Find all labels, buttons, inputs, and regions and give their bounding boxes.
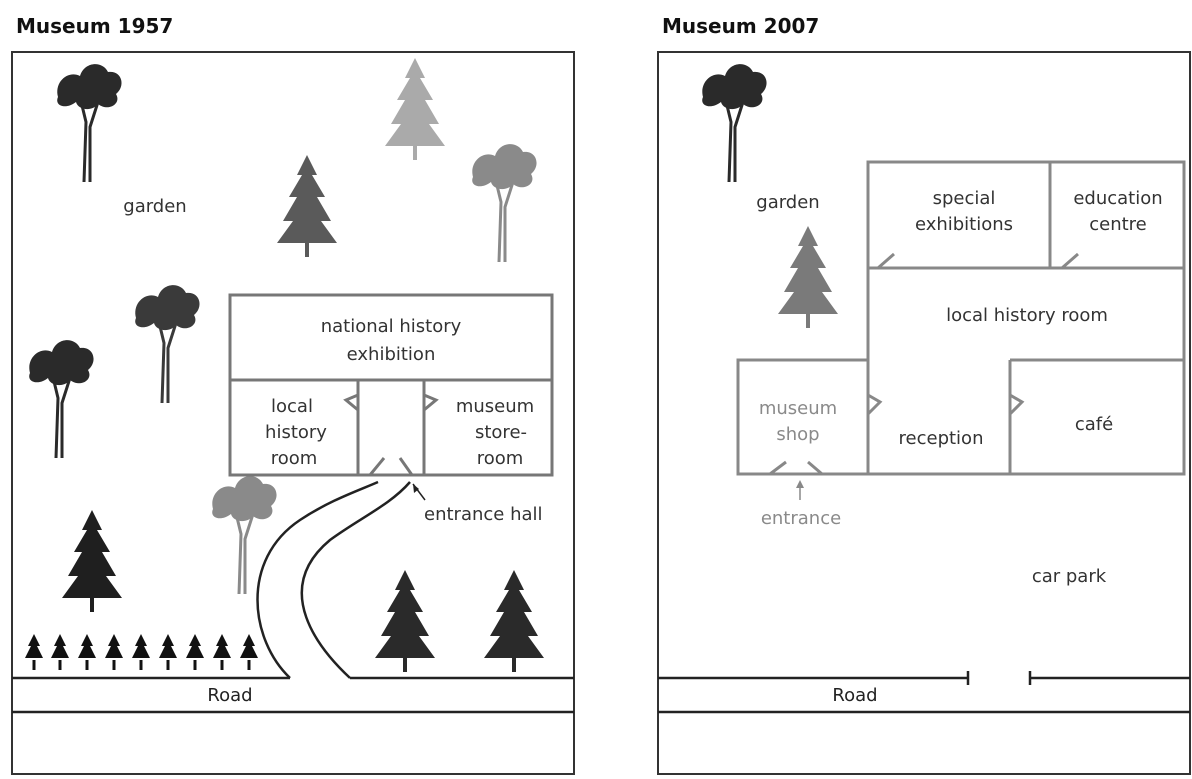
map-title-1957: Museum 1957 (16, 14, 174, 38)
map-2007-border (657, 51, 1191, 775)
map-1957: garden national history exhibition local… (11, 51, 575, 775)
map-title-2007: Museum 2007 (662, 14, 820, 38)
entrance-label: entrance (761, 508, 841, 529)
building-1957 (228, 293, 554, 477)
local-history-room-label-2007: local history room (946, 305, 1108, 326)
building-2007 (736, 160, 1186, 476)
conifer-icon (375, 570, 435, 672)
conifer-icon (62, 510, 122, 612)
museum-shop-label-line-1: museum (759, 398, 837, 419)
local-history-room-label-line-1: local (271, 396, 313, 417)
national-history-exhibition-label-line-1: national history (321, 316, 462, 337)
museum-shop-label-line-2: shop (776, 424, 819, 445)
museum-storeroom-label-line-1: museum (456, 396, 534, 417)
education-centre-label-line-1: education (1073, 188, 1162, 209)
entrance-path (256, 480, 411, 679)
garden-label-1957: garden (123, 196, 186, 217)
tree-icon (210, 474, 279, 596)
tree-icon (470, 142, 539, 264)
entrance-hall-label: entrance hall (424, 504, 543, 525)
map-1957-border (11, 51, 575, 775)
education-centre-label-line-2: centre (1089, 214, 1147, 235)
reception-label: reception (899, 428, 984, 449)
conifer-icon (277, 155, 337, 257)
map-2007: garden special exhibitions education cen… (657, 51, 1191, 775)
tree-icon (55, 62, 124, 184)
local-history-room-label-line-2: history (265, 422, 327, 443)
local-history-room-label-line-3: room (271, 448, 318, 469)
cafe-label: café (1075, 414, 1113, 435)
museum-storeroom-label-line-2: store- (475, 422, 527, 443)
national-history-exhibition-label-line-2: exhibition (347, 344, 436, 365)
road-label-2007: Road (832, 685, 877, 706)
car-park-label: car park (1032, 566, 1107, 587)
road-label-1957: Road (207, 685, 252, 706)
conifer-icon (385, 58, 445, 160)
tree-icon (27, 338, 96, 460)
conifer-icon (484, 570, 544, 672)
hedge-row (25, 634, 258, 670)
special-exhibitions-label-line-2: exhibitions (915, 214, 1013, 235)
conifer-icon (778, 226, 838, 328)
special-exhibitions-label-line-1: special (933, 188, 996, 209)
tree-icon (133, 283, 202, 405)
museum-storeroom-label-line-3: room (477, 448, 524, 469)
tree-icon (700, 62, 769, 184)
garden-label-2007: garden (756, 192, 819, 213)
